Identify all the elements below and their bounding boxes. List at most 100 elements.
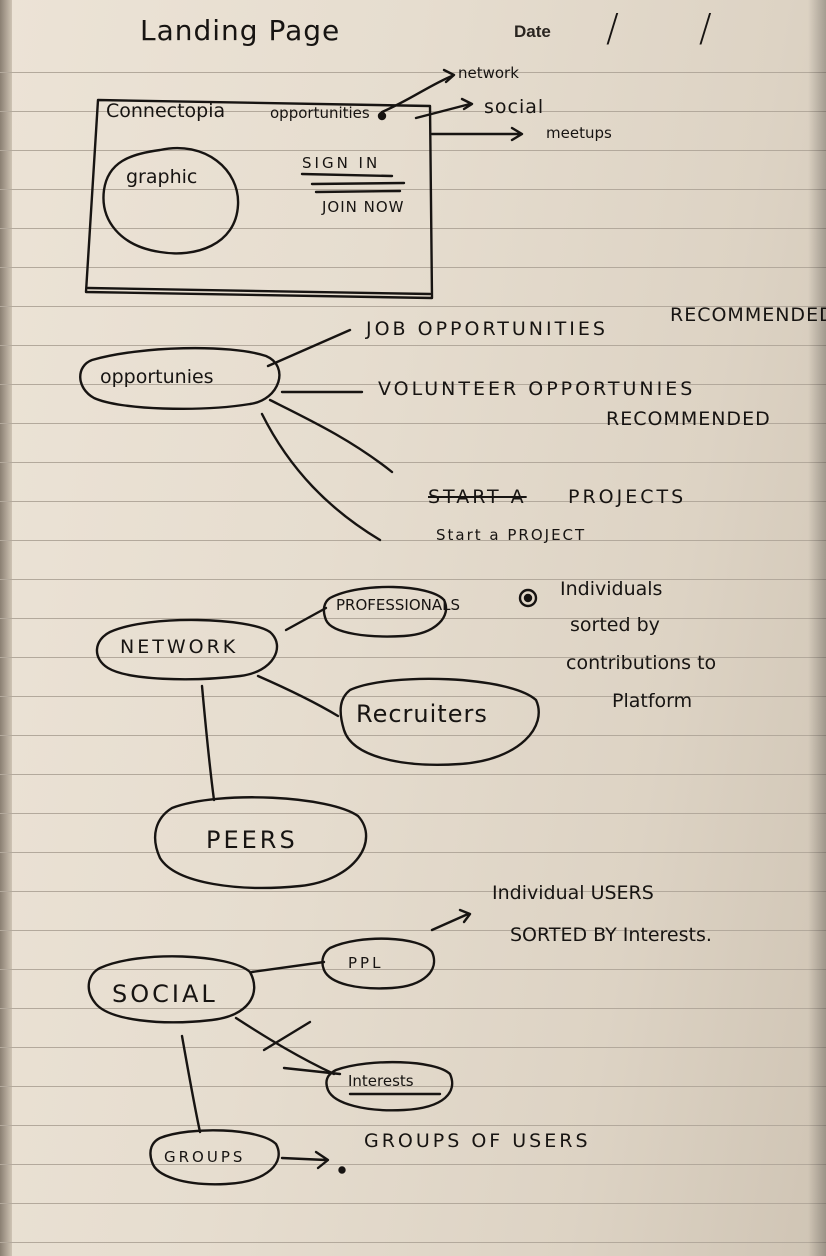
nav-arrow-social [414,97,474,120]
sign-in-underline [300,172,394,178]
ruled-line [0,618,826,619]
date-label: Date [514,22,551,41]
wireframe-sign-in: SIGN IN [302,154,381,172]
ruled-line [0,189,826,190]
ruled-line [0,72,826,73]
wireframe-graphic-label: graphic [126,166,198,188]
projects-label: PROJECTS [568,486,687,508]
professionals-blob [322,585,448,638]
ruled-line [0,111,826,112]
ruled-line [0,1203,826,1204]
professionals-label: PROFESSIONALS [336,596,461,614]
submenu-network: network [458,64,519,82]
graphic-blob [102,146,240,255]
professionals-bullet [518,588,538,608]
ruled-line [0,969,826,970]
ruled-line [0,1047,826,1048]
opp-line-projects [268,398,394,474]
social-line-groups [180,1034,202,1134]
ruled-line [0,657,826,658]
ruled-line [0,1164,826,1165]
professionals-note-line-2: sorted by [570,614,660,636]
groups-note: GROUPS OF USERS [364,1130,591,1152]
network-hub-blob [95,618,279,681]
ruled-line [0,813,826,814]
nav-arrow-meetups [430,126,524,142]
ruled-line [0,930,826,931]
ruled-line [0,423,826,424]
ruled-line [0,462,826,463]
professionals-note-line-4: Platform [612,690,693,712]
professionals-note-line-1: Individuals [560,578,663,600]
opp-line-start [260,412,382,542]
net-line-recruiters [256,674,340,718]
wireframe-bottom-line [86,286,432,296]
interests-blob [325,1060,454,1112]
social-hub-label: SOCIAL [112,980,218,1008]
ruled-line [0,1008,826,1009]
submenu-social: social [484,96,545,118]
ruled-line [0,579,826,580]
opportunities-hub-blob [79,346,281,410]
ruled-line [0,1125,826,1126]
ruled-line [0,150,826,151]
submenu-meetups: meetups [546,124,612,142]
struck-start-a: START A [428,486,527,508]
wireframe-nav-opportunities: opportunities [270,104,370,122]
ppl-note-line-1: Individual USERS [492,882,654,904]
wireframe-box [84,98,434,300]
social-line-interests-2 [262,1020,312,1052]
ppl-label: PPL [348,954,384,972]
notebook-spine [0,0,12,1256]
recruiters-label: Recruiters [356,700,488,728]
ruled-line [0,1086,826,1087]
opportunities-hub-label: opportunies [100,366,214,388]
ruled-line [0,735,826,736]
professionals-note-line-3: contributions to [566,652,717,674]
page-edge-shadow [808,0,826,1256]
ruled-line [0,228,826,229]
start-a-project-note: Start a PROJECT [436,526,587,544]
peers-blob [153,796,368,890]
nav-dot [377,111,387,121]
ruled-line [0,774,826,775]
ruled-line [0,501,826,502]
ruled-line [0,696,826,697]
peers-label: PEERS [206,826,298,854]
ruled-line [0,852,826,853]
groups-label: GROUPS [164,1148,246,1166]
job-recommended-note: RECOMMENDED [670,304,826,326]
volunteer-recommended-note: RECOMMENDED [606,408,771,430]
date-value: / / [606,6,746,50]
interests-label: Interests [348,1072,414,1090]
wireframe-join-now: JOIN NOW [322,198,405,216]
job-opportunities-label: JOB OPPORTUNITIES [366,318,608,340]
network-hub-label: NETWORK [120,636,239,658]
ruled-line [0,540,826,541]
net-line-peers [200,684,216,802]
ruled-line [0,1242,826,1243]
ppl-arrow [430,908,472,932]
ruled-line [0,345,826,346]
ppl-blob [321,937,436,990]
groups-dot [338,1166,346,1174]
social-line-interests [234,1016,336,1076]
sign-in-bar-1 [310,181,406,186]
social-hub-blob [87,955,256,1024]
ruled-line [0,891,826,892]
page-title: Landing Page [140,14,341,47]
ppl-note-line-2: SORTED BY Interests. [510,924,712,946]
nav-arrow-network [380,68,456,114]
recruiters-blob [339,677,540,766]
opp-line-job [266,328,352,368]
wireframe-brand: Connectopia [106,100,226,122]
sign-in-bar-2 [314,189,402,194]
ruled-line [0,384,826,385]
social-line-interests-3 [282,1066,342,1076]
groups-arrow [280,1150,330,1170]
volunteer-opportunities-label: VOLUNTEER OPPORTUNIES [378,378,696,400]
ruled-line [0,267,826,268]
ruled-line [0,306,826,307]
